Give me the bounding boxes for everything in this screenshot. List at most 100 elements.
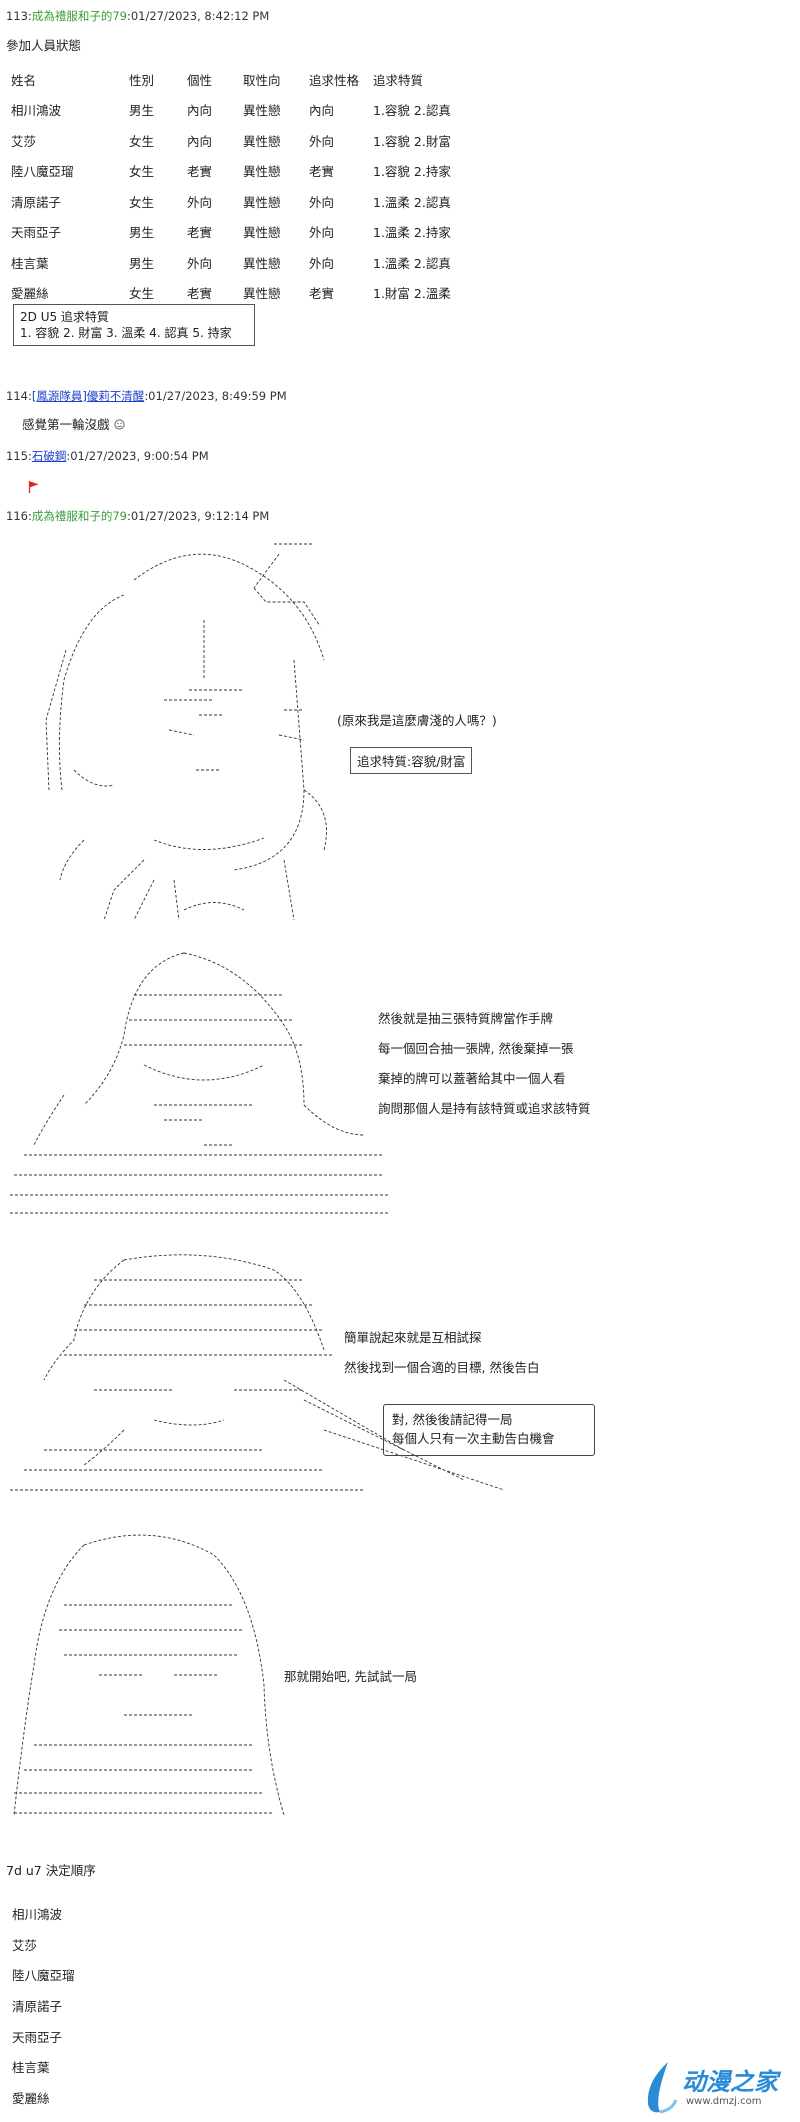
- table-row: 愛麗絲 女生 老實 異性戀 老實 1.財富 2.溫柔: [8, 278, 473, 309]
- scene3-line: 簡單說起來就是互相試探: [344, 1330, 482, 1345]
- table-cell: 外向: [309, 255, 335, 271]
- table-cell: 老實: [187, 225, 213, 241]
- scene2-line: 棄掉的牌可以蓋著給其中一個人看: [378, 1071, 566, 1086]
- table-cell: 女生: [129, 194, 155, 210]
- post-author-link[interactable]: [鳳源隊員]優莉不清醒: [31, 389, 145, 403]
- post-date: :01/27/2023, 8:49:59 PM: [144, 389, 287, 403]
- post-number: 113:: [6, 9, 32, 23]
- table-cell: 艾莎: [11, 133, 37, 149]
- table-cell: 老實: [187, 164, 213, 180]
- table-cell: 異性戀: [243, 103, 281, 119]
- post-body-114: 感覺第一輪沒戲: [22, 414, 125, 433]
- table-cell: 男生: [129, 225, 155, 241]
- table-header-cell: 姓名: [11, 72, 37, 88]
- post-author[interactable]: 成為禮服和子的79: [31, 509, 127, 523]
- order-list: 相川鴻波 艾莎 陸八魔亞瑠 清原諾子 天雨亞子 桂言葉 愛麗絲: [12, 1906, 75, 2121]
- table-cell: 1.財富 2.溫柔: [373, 286, 451, 302]
- scene2-line: 每一個回合抽一張牌, 然後棄掉一張: [378, 1041, 574, 1056]
- table-cell: 1.溫柔 2.認真: [373, 194, 451, 210]
- scene2-text: 然後就是抽三張特質牌當作手牌 每一個回合抽一張牌, 然後棄掉一張 棄掉的牌可以蓋…: [378, 1004, 591, 1124]
- brush-stroke-logo: [647, 2062, 678, 2114]
- order-item: 艾莎: [12, 1937, 38, 1953]
- ascii-art-character-3: [4, 1250, 504, 1500]
- table-cell: 男生: [129, 255, 155, 271]
- table-header-cell: 個性: [187, 72, 213, 88]
- scene1-thought: (原來我是這麼膚淺的人嗎？): [337, 713, 497, 728]
- table-cell: 男生: [129, 103, 155, 119]
- ascii-art-character-2: [4, 945, 394, 1220]
- table-cell: 外向: [187, 255, 213, 271]
- order-item: 相川鴻波: [12, 1907, 63, 1922]
- table-cell: 1.容貌 2.持家: [373, 164, 451, 180]
- scene2-line: 詢問那個人是持有該特質或追求該特質: [378, 1101, 591, 1116]
- table-cell: 天雨亞子: [11, 225, 62, 241]
- table-cell: 1.容貌 2.認真: [373, 103, 451, 119]
- table-header-cell: 追求性格: [309, 72, 360, 88]
- scene3-box-line: 每個人只有一次主動告白機會: [392, 1431, 555, 1446]
- ascii-art-character-1: [4, 540, 394, 930]
- post-author-link[interactable]: 石破鋼: [31, 449, 67, 463]
- table-header-cell: 性別: [129, 72, 155, 88]
- table-cell: 異性戀: [243, 194, 281, 210]
- table-header-cell: 追求特質: [373, 72, 424, 88]
- table-cell: 1.容貌 2.財富: [373, 133, 451, 149]
- watermark-text: 动漫之家: [682, 2068, 778, 2096]
- scene3-box-line: 對, 然後後請記得一局: [392, 1412, 513, 1427]
- post-date: :01/27/2023, 9:12:14 PM: [126, 509, 270, 523]
- table-cell: 女生: [129, 286, 155, 302]
- table-header-row: 姓名 性別 個性 取性向 追求性格追求特質: [8, 64, 473, 95]
- status-title: 參加人員狀態: [6, 38, 82, 53]
- table-cell: 老實: [309, 286, 335, 302]
- table-cell: 清原諾子: [11, 194, 62, 210]
- table-row: 清原諾子 女生 外向 異性戀 外向 1.溫柔 2.認真: [8, 186, 473, 217]
- watermark: 动漫之家 www.dmzj.com: [638, 2060, 798, 2116]
- post-number: 116:: [6, 509, 32, 523]
- scene3-speech-box: 對, 然後後請記得一局 每個人只有一次主動告白機會: [383, 1404, 595, 1456]
- table-cell: 外向: [187, 194, 213, 210]
- post-date: :01/27/2023, 9:00:54 PM: [66, 449, 209, 463]
- table-header-cell: 取性向: [243, 72, 281, 88]
- table-cell: 異性戀: [243, 255, 281, 271]
- table-cell: 外向: [309, 133, 335, 149]
- table-row: 陸八魔亞瑠 女生 老實 異性戀 老實 1.容貌 2.持家: [8, 156, 473, 187]
- post-header-113: 113:成為禮服和子的79:01/27/2023, 8:42:12 PM: [6, 8, 269, 24]
- table-cell: 1.溫柔 2.認真: [373, 255, 451, 271]
- table-cell: 異性戀: [243, 286, 281, 302]
- post-header-115: 115:石破鋼:01/27/2023, 9:00:54 PM: [6, 448, 209, 464]
- scene2-line: 然後就是抽三張特質牌當作手牌: [378, 1011, 554, 1026]
- post-number: 115:: [6, 449, 32, 463]
- table-cell: 老實: [309, 164, 335, 180]
- table-cell: 內向: [187, 103, 213, 119]
- order-item: 天雨亞子: [12, 2029, 63, 2045]
- table-cell: 桂言葉: [11, 255, 49, 271]
- table-cell: 異性戀: [243, 133, 281, 149]
- table-cell: 女生: [129, 164, 155, 180]
- table-cell: 外向: [309, 194, 335, 210]
- post-number: 114:: [6, 389, 32, 403]
- order-item: 清原諾子: [12, 1999, 63, 2015]
- table-cell: 異性戀: [243, 164, 281, 180]
- scene1-boxed-text: 追求特質:容貌/財富: [350, 747, 473, 774]
- post-body-text: 感覺第一輪沒戲: [22, 417, 110, 432]
- dice-line-1: 2D U5 追求特質: [20, 310, 109, 324]
- table-cell: 異性戀: [243, 225, 281, 241]
- scene4-text: 那就開始吧, 先試試一局: [284, 1669, 417, 1684]
- post-header-114: 114:[鳳源隊員]優莉不清醒:01/27/2023, 8:49:59 PM: [6, 388, 287, 404]
- post-author[interactable]: 成為禮服和子的79: [31, 9, 127, 23]
- dice-result-box: 2D U5 追求特質 1. 容貌 2. 財富 3. 溫柔 4. 認真 5. 持家: [13, 304, 255, 346]
- flag-icon: [28, 480, 40, 497]
- ascii-art-character-4: [4, 1525, 304, 1825]
- table-cell: 外向: [309, 225, 335, 241]
- table-cell: 愛麗絲: [11, 286, 49, 302]
- scene3-text: 簡單說起來就是互相試探 然後找到一個合適的目標, 然後告白: [344, 1323, 539, 1383]
- table-cell: 內向: [187, 133, 213, 149]
- table-row: 艾莎 女生 內向 異性戀 外向 1.容貌 2.財富: [8, 125, 473, 156]
- face-icon: [113, 419, 125, 430]
- table-cell: 陸八魔亞瑠: [11, 164, 74, 180]
- order-title: 7d u7 決定順序: [6, 1863, 96, 1878]
- table-cell: 老實: [187, 286, 213, 302]
- table-cell: 女生: [129, 133, 155, 149]
